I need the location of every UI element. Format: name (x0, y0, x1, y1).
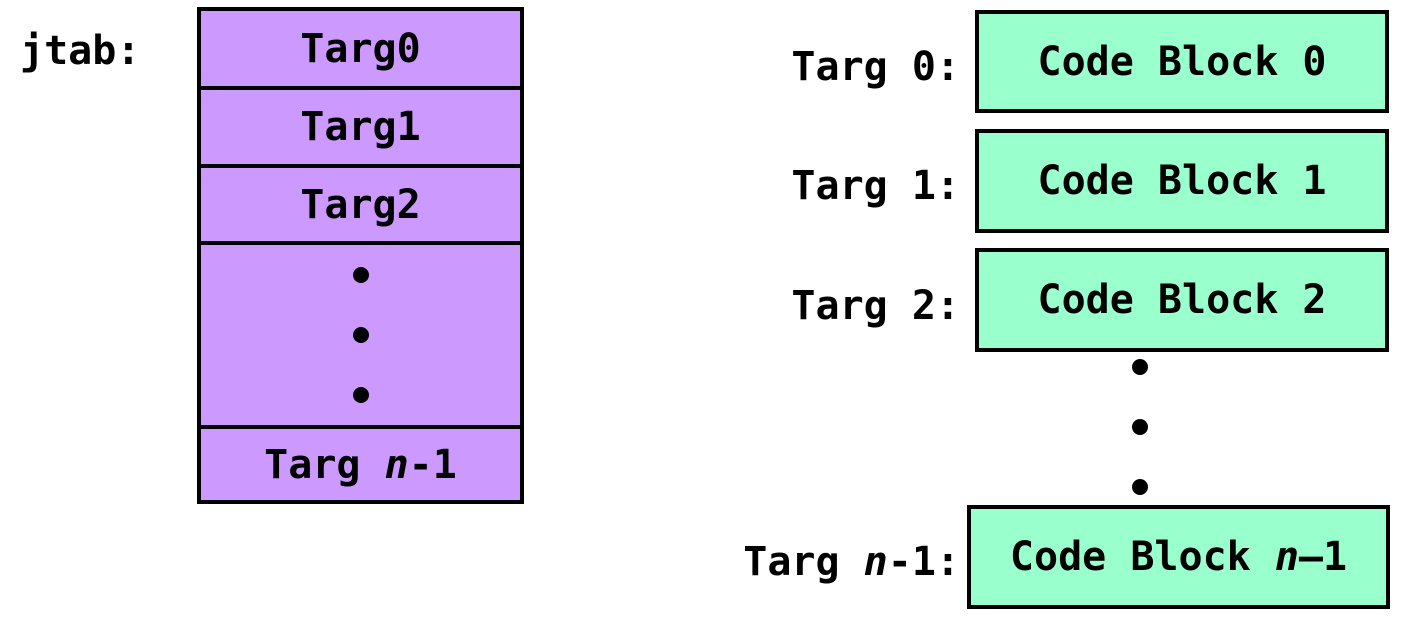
jtab-entry-1: Targ1 (201, 90, 520, 168)
last-label-prefix: Targ (743, 539, 864, 585)
last-label-var: n (863, 539, 888, 585)
jtab-last-prefix: Targ (264, 441, 385, 488)
code-block-label-last: Targ n-1: (743, 542, 960, 582)
jtab-ellipsis (201, 245, 520, 429)
ellipsis-dot (1132, 479, 1148, 495)
jtab-entry-0: Targ0 (201, 11, 520, 90)
jtab-entry-2: Targ2 (201, 168, 520, 245)
code-block-last: Code Block n–1 (967, 505, 1390, 609)
jtab-label: jtab: (20, 28, 141, 74)
ellipsis-dot (1132, 419, 1148, 435)
code-block-label-2: Targ 2: (791, 283, 960, 329)
code-block-label-0: Targ 0: (791, 44, 960, 90)
last-label-suffix: -1: (887, 539, 960, 585)
code-block-2: Code Block 2 (975, 248, 1389, 352)
last-block-prefix: Code Block (1009, 534, 1275, 580)
ellipsis-dot (1132, 359, 1148, 375)
code-block-label-1: Targ 1: (791, 163, 960, 209)
ellipsis-dot (353, 387, 369, 403)
last-block-var: n (1274, 534, 1299, 580)
jtab-last-suffix: -1 (408, 441, 457, 488)
jump-table: Targ0 Targ1 Targ2 Targ n-1 (197, 7, 524, 504)
ellipsis-dot (353, 267, 369, 283)
code-block-1: Code Block 1 (975, 129, 1389, 233)
last-block-suffix: –1 (1298, 534, 1348, 580)
ellipsis-dot (353, 327, 369, 343)
code-block-0: Code Block 0 (975, 10, 1389, 113)
jtab-last-var: n (384, 441, 409, 488)
jtab-entry-last: Targ n-1 (201, 429, 520, 500)
